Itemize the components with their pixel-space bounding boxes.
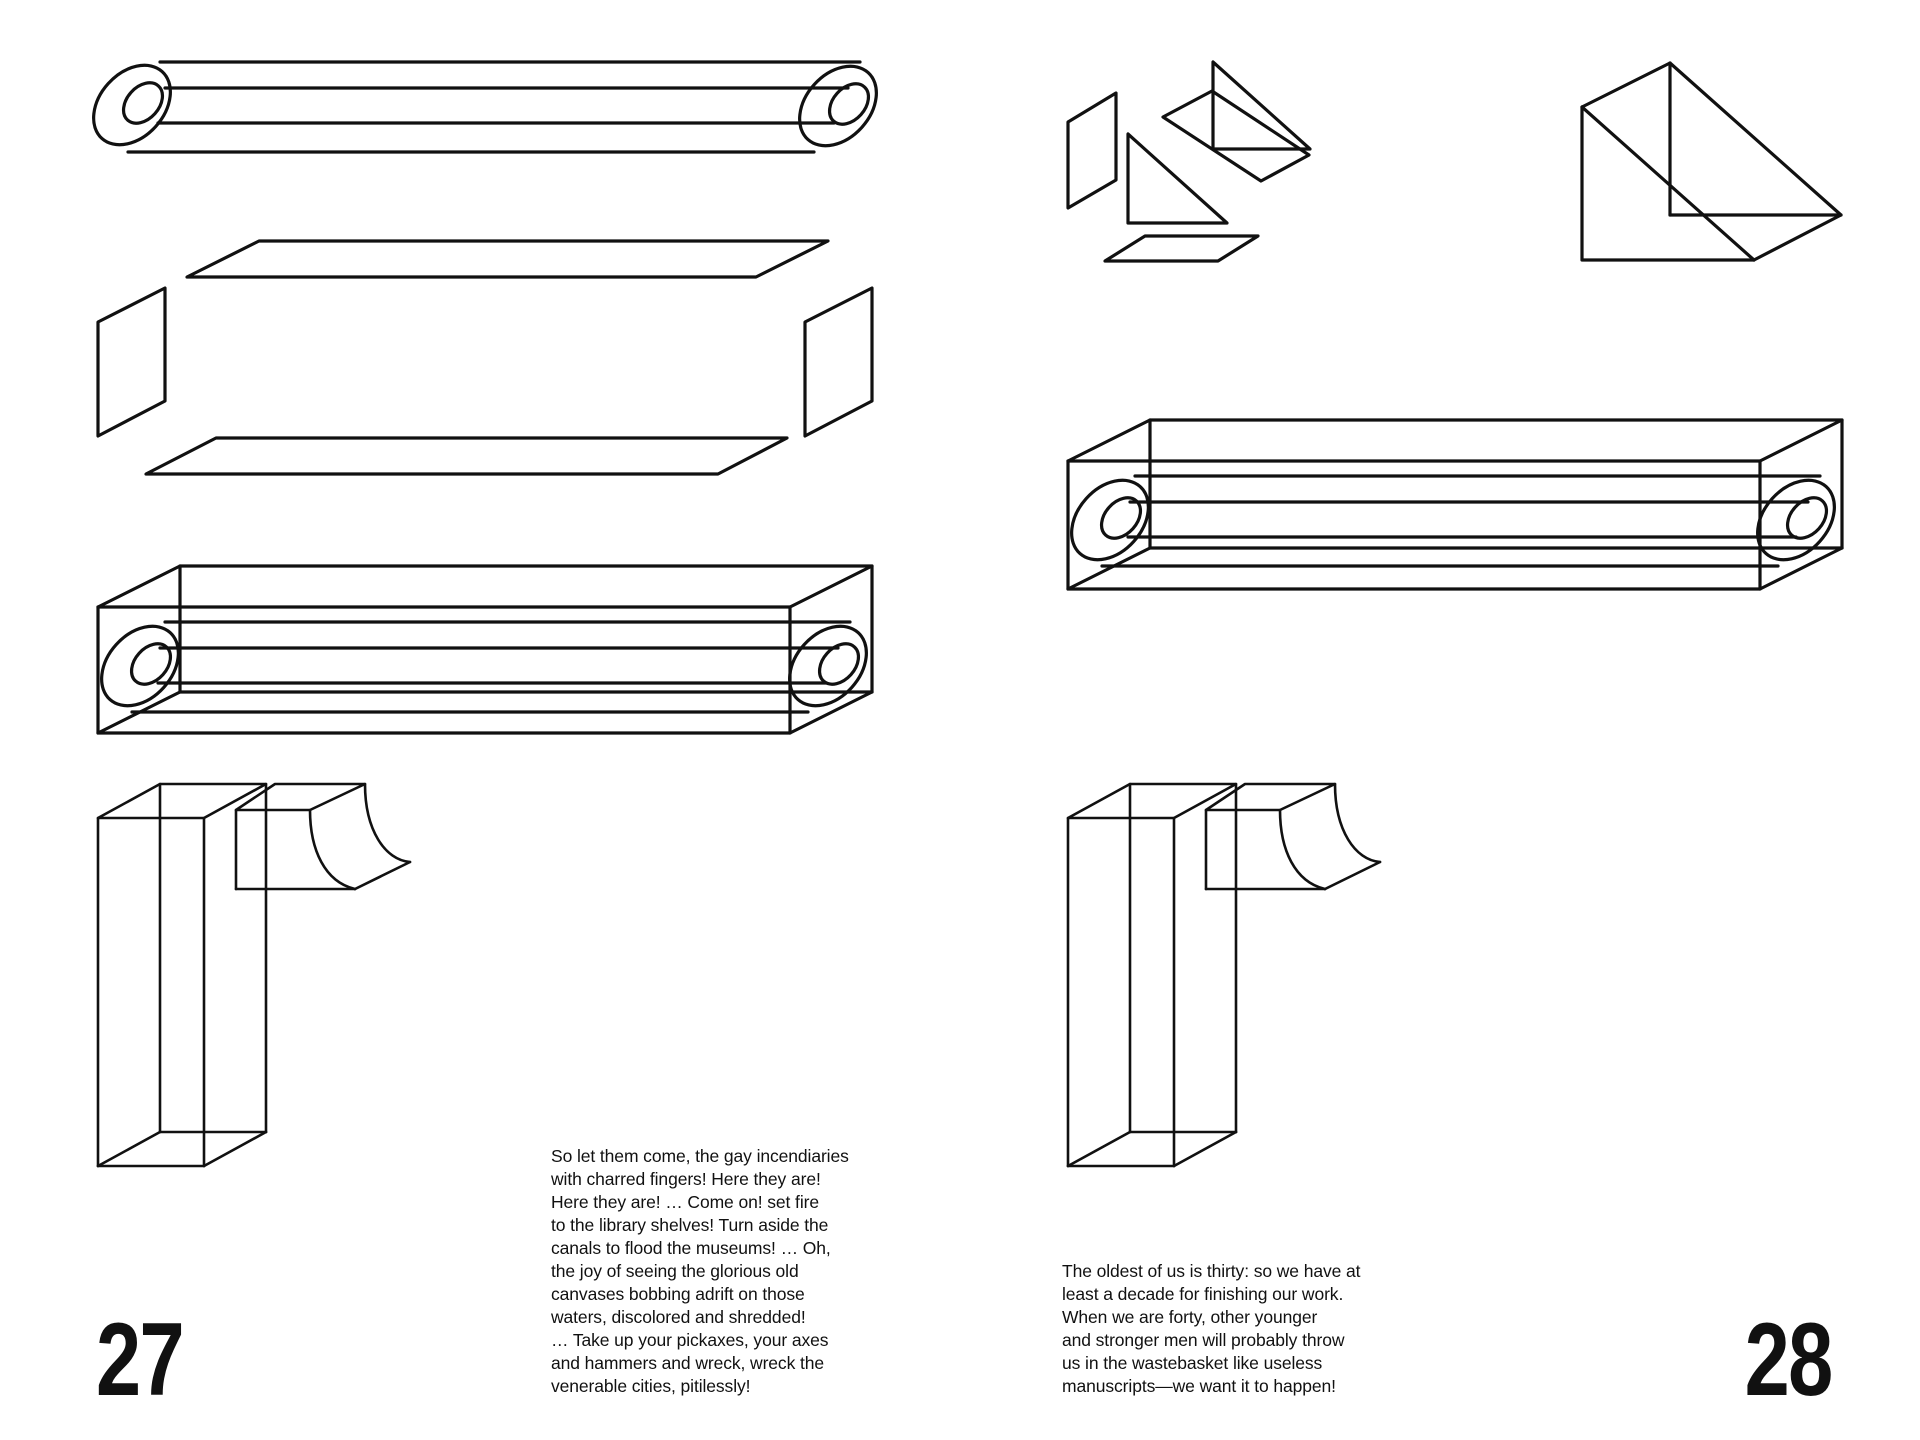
text-line: venerable cities, pitilessly! bbox=[551, 1376, 751, 1396]
text-line: the joy of seeing the glorious old bbox=[551, 1261, 799, 1281]
tube-drawing bbox=[92, 60, 878, 154]
text-line: So let them come, the gay incendiaries bbox=[551, 1146, 849, 1166]
text-line: waters, discolored and shredded! bbox=[551, 1307, 806, 1327]
text-line: canals to flood the museums! … Oh, bbox=[551, 1238, 831, 1258]
pillar-bracket-drawing-right bbox=[1066, 782, 1382, 1168]
text-line: and stronger men will probably throw bbox=[1062, 1330, 1345, 1350]
prism-drawing bbox=[1580, 61, 1843, 262]
right-page-text: The oldest of us is thirty: so we have a… bbox=[1062, 1260, 1361, 1398]
text-line: The oldest of us is thirty: so we have a… bbox=[1062, 1261, 1361, 1281]
text-line: and hammers and wreck, wreck the bbox=[551, 1353, 825, 1373]
text-line: us in the wastebasket like useless bbox=[1062, 1353, 1323, 1373]
pillar-bracket-drawing bbox=[96, 782, 412, 1168]
box-tube-drawing-right bbox=[1066, 418, 1844, 591]
text-line: canvases bobbing adrift on those bbox=[551, 1284, 805, 1304]
text-line: to the library shelves! Turn aside the bbox=[551, 1215, 829, 1235]
box-tube-drawing bbox=[96, 564, 874, 735]
prism-pieces-drawing bbox=[1066, 60, 1312, 263]
page-number-left: 27 bbox=[96, 1302, 185, 1418]
page-number-right: 28 bbox=[1744, 1302, 1834, 1418]
text-line: least a decade for finishing our work. bbox=[1062, 1284, 1344, 1304]
text-line: with charred fingers! Here they are! bbox=[551, 1169, 821, 1189]
text-line: manuscripts—we want it to happen! bbox=[1062, 1376, 1336, 1396]
text-line: … Take up your pickaxes, your axes bbox=[551, 1330, 829, 1350]
box-panels-drawing bbox=[96, 239, 874, 476]
text-line: Here they are! … Come on! set fire bbox=[551, 1192, 819, 1212]
text-line: When we are forty, other younger bbox=[1062, 1307, 1318, 1327]
left-page-text: So let them come, the gay incendiaries w… bbox=[551, 1145, 849, 1398]
